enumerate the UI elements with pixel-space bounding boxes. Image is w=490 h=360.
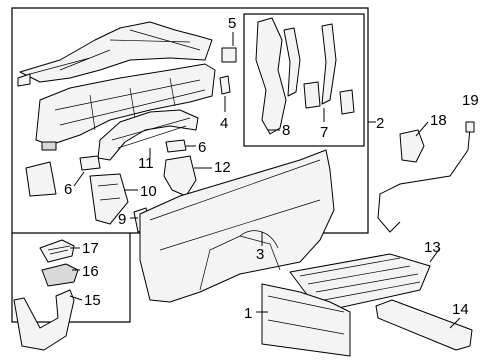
rail-part-14: [375, 299, 473, 351]
callout-15: 15: [84, 292, 101, 309]
callout-11: 11: [138, 155, 154, 172]
bracket-part-6-left: [79, 155, 101, 171]
bracket-part-7a: [303, 81, 321, 109]
pad-part-16: [41, 263, 79, 287]
callout-5: 5: [228, 15, 236, 32]
bracket-part-15: [13, 289, 75, 351]
subassembly-box: [243, 13, 365, 147]
callout-2: 2: [376, 115, 384, 132]
pillar-inner-part-8: [283, 27, 301, 97]
callout-12: 12: [214, 159, 231, 176]
callout-6-right: 6: [198, 139, 206, 156]
callout-13: 13: [424, 239, 441, 256]
callout-9: 9: [118, 211, 126, 228]
callout-3: 3: [256, 246, 264, 263]
bracket-part-6-right: [165, 139, 187, 153]
callout-14: 14: [452, 301, 469, 318]
callout-1: 1: [244, 305, 252, 322]
callout-10: 10: [140, 183, 157, 200]
callout-16: 16: [82, 263, 99, 280]
leader-lines: [69, 32, 461, 329]
actuator-part-18: [399, 129, 425, 163]
pad-part-17: [39, 239, 75, 263]
box-side-part-3: [139, 149, 335, 303]
pillar-part-8: [255, 17, 287, 135]
callout-7: 7: [320, 124, 328, 141]
callout-6-left: 6: [64, 181, 72, 198]
bracket-part-5: [221, 47, 237, 63]
callout-8: 8: [282, 122, 290, 139]
clip-part-4: [219, 75, 231, 95]
bracket-part-7b: [339, 89, 355, 115]
callout-17: 17: [82, 240, 99, 257]
inner-side-panel-part: [35, 63, 216, 151]
callout-19: 19: [462, 92, 479, 109]
small-panel-part: [25, 161, 57, 197]
harness-part-19: [377, 127, 471, 233]
callout-18: 18: [430, 112, 447, 129]
callout-4: 4: [220, 115, 228, 132]
front-panel-part: [17, 21, 213, 87]
bracket-part-12: [163, 155, 197, 197]
reinforcement-part-7: [321, 23, 337, 105]
tailgate-part-1: [261, 283, 351, 357]
